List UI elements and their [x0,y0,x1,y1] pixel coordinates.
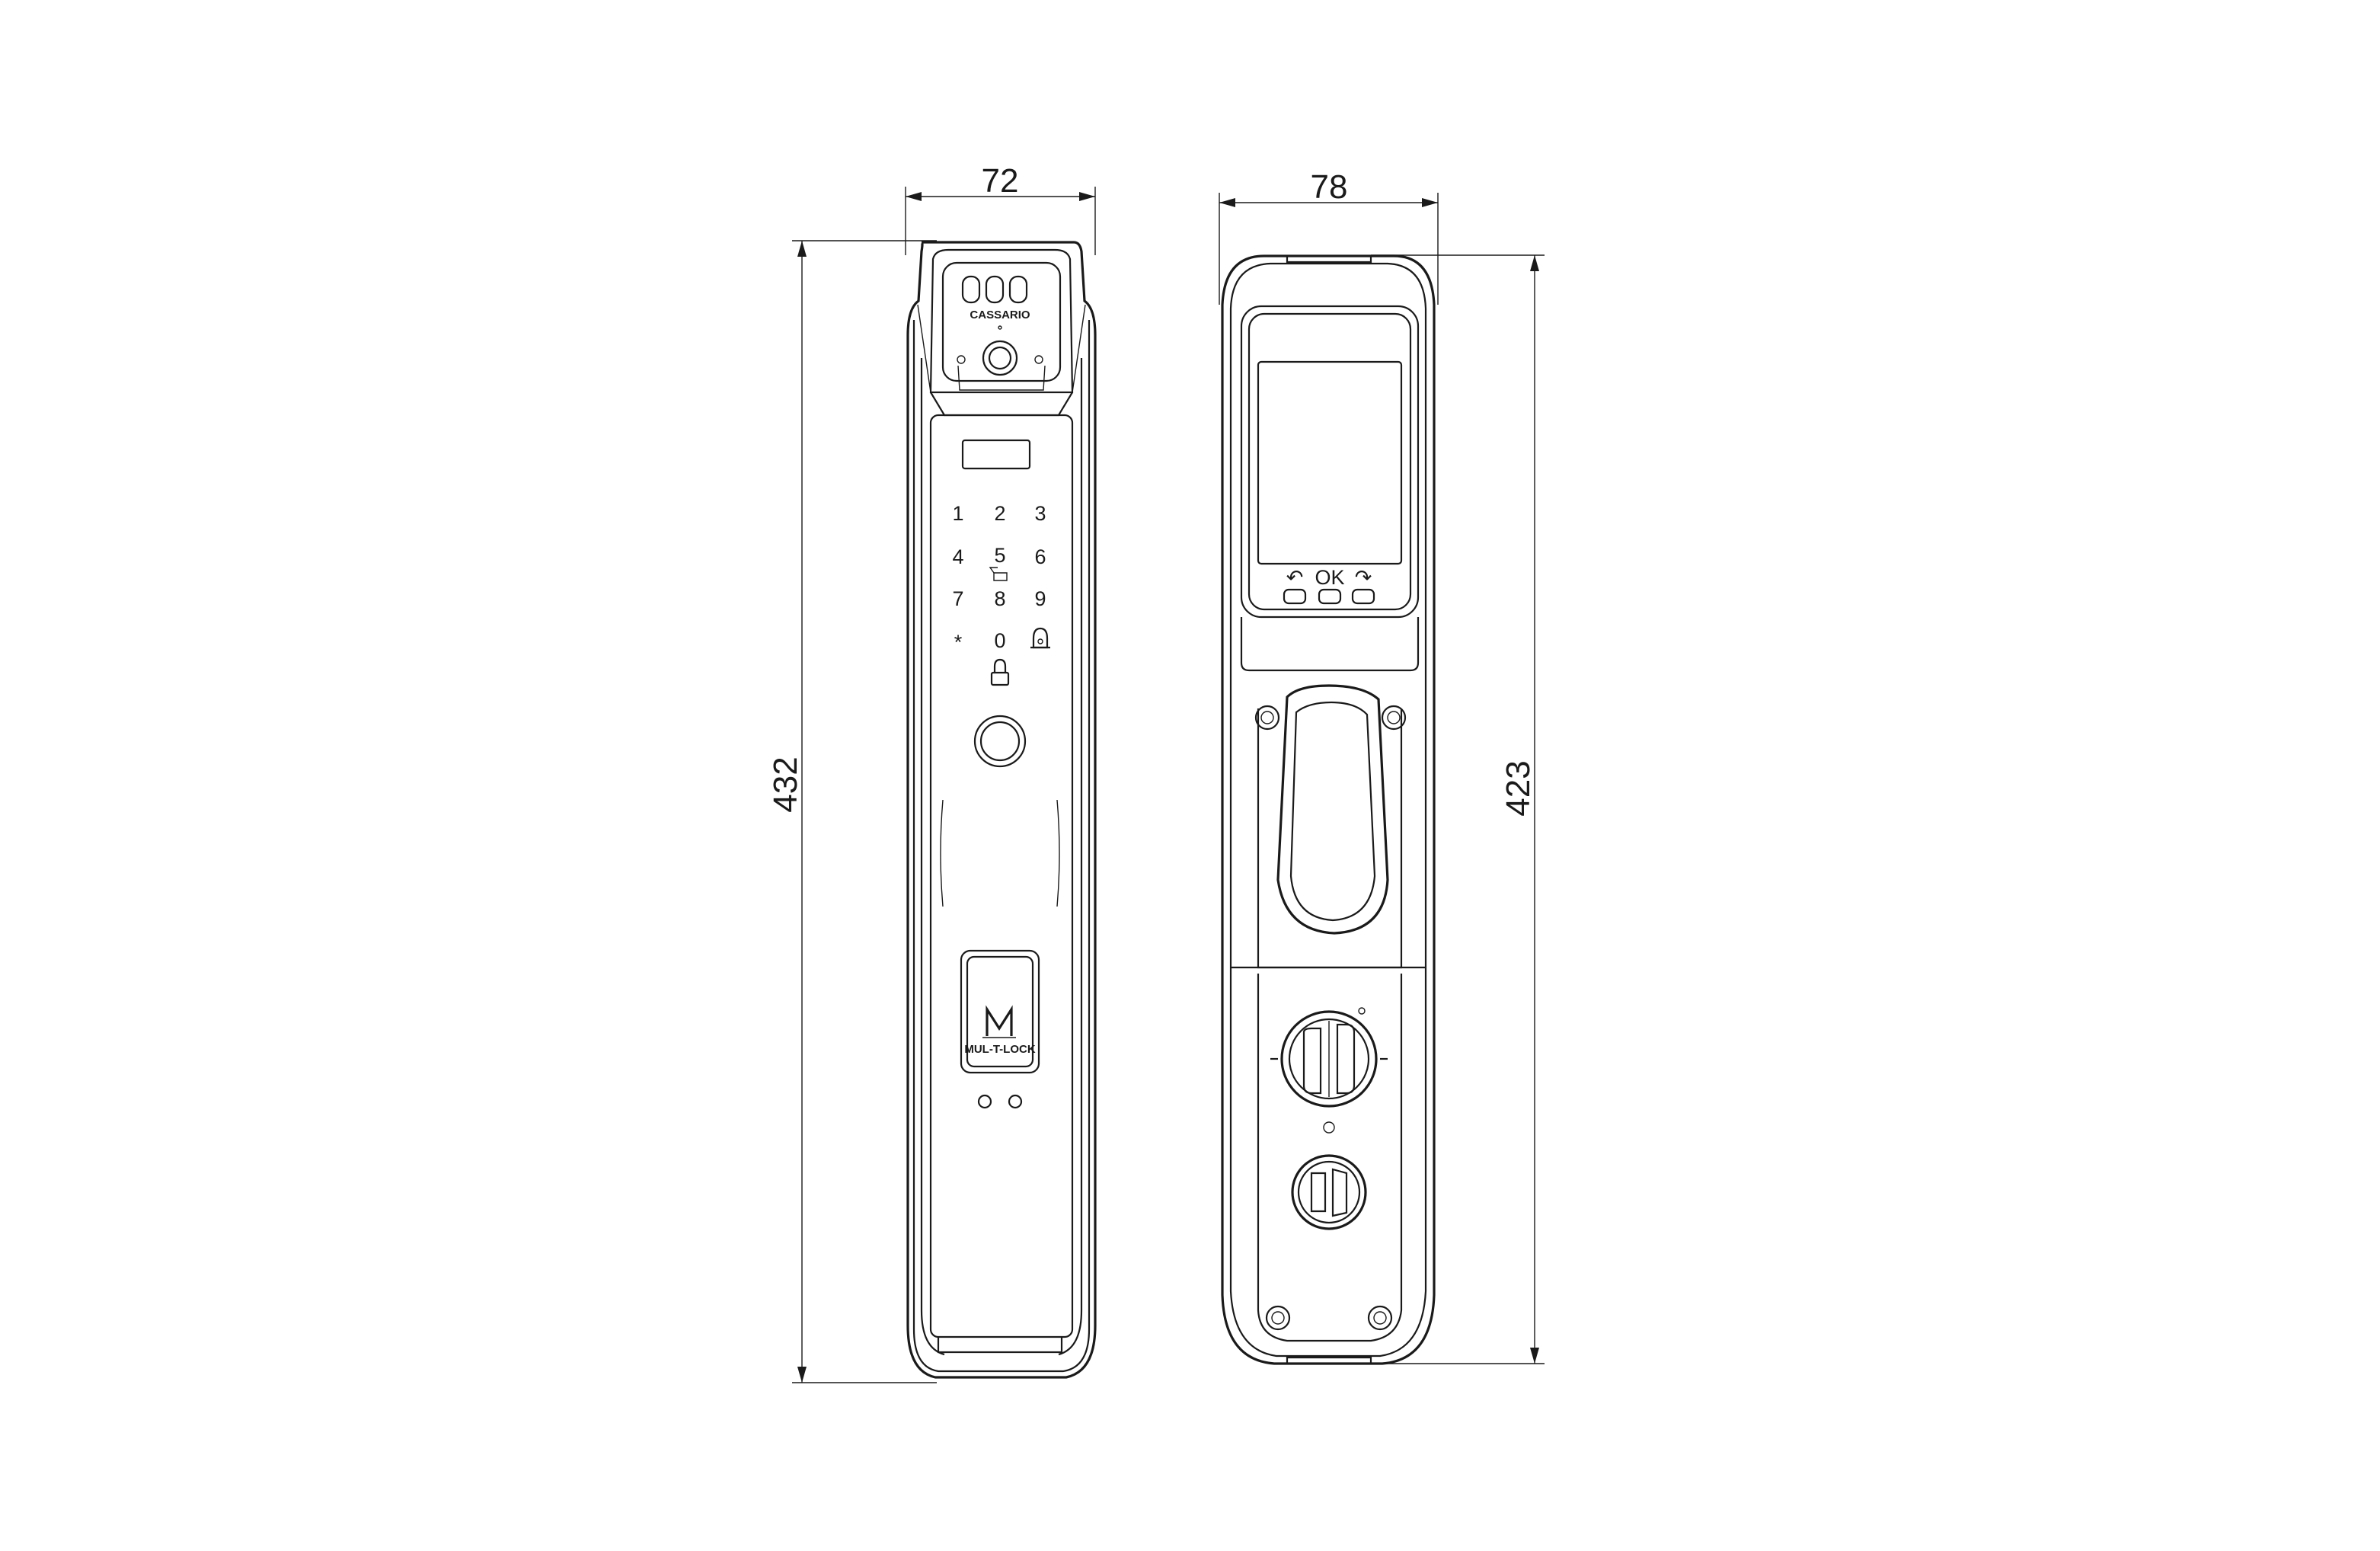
key-2[interactable]: 2 [994,502,1005,525]
key-6[interactable]: 6 [1034,545,1046,568]
logo-plate: MUL-T-LOCK [960,949,1040,1074]
dimension-back-height: 423 [1371,254,1545,1364]
back-panel: ↶ OK ↷ [1221,254,1436,1365]
screen-button-ok-label: OK [1315,566,1344,589]
key-7[interactable]: 7 [952,587,963,610]
screen-button-back-label: ↶ [1286,566,1304,589]
key-3[interactable]: 3 [1034,502,1046,525]
front-panel: CASSARIO 1 2 3 4 5 6 7 8 9 * 0 [906,241,1097,1379]
screen-button-back[interactable] [1283,588,1307,605]
logo-text: MUL-T-LOCK [964,1043,1035,1056]
screen-button-ok[interactable] [1318,588,1342,605]
key-9[interactable]: 9 [1034,587,1046,610]
knob-icon[interactable] [1291,1154,1367,1230]
key-star[interactable]: * [954,631,963,654]
back-width-label: 78 [1311,168,1348,206]
key-8[interactable]: 8 [994,587,1005,610]
front-width-label: 72 [982,162,1019,200]
camera-icon [957,275,1043,376]
fingerprint-icon[interactable] [973,715,1027,768]
key-4[interactable]: 4 [952,545,963,568]
thumb-turn-icon[interactable] [1270,1007,1388,1108]
bell-icon[interactable] [1030,627,1050,649]
key-1[interactable]: 1 [952,502,963,525]
key-5[interactable]: 5 [994,544,1005,567]
dimension-back-width: 78 [1219,168,1439,305]
back-height-label: 423 [1500,760,1537,816]
key-0[interactable]: 0 [994,629,1005,652]
screen-button-forward[interactable] [1351,588,1375,605]
screw-icon [1254,705,1407,731]
front-height-label: 432 [767,756,804,812]
handle-icon[interactable] [1276,684,1389,935]
screen-buttons: ↶ OK ↷ [1283,566,1375,605]
back-arrow-icon [989,567,1008,581]
dimension-front-height: 432 [767,240,937,1383]
brand-top-label: CASSARIO [970,309,1030,321]
keypad: 1 2 3 4 5 6 7 8 9 * 0 [952,502,1050,686]
lock-icon[interactable] [990,658,1010,686]
screen-button-forward-label: ↷ [1355,566,1372,589]
dimension-front-width: 72 [905,162,1096,255]
